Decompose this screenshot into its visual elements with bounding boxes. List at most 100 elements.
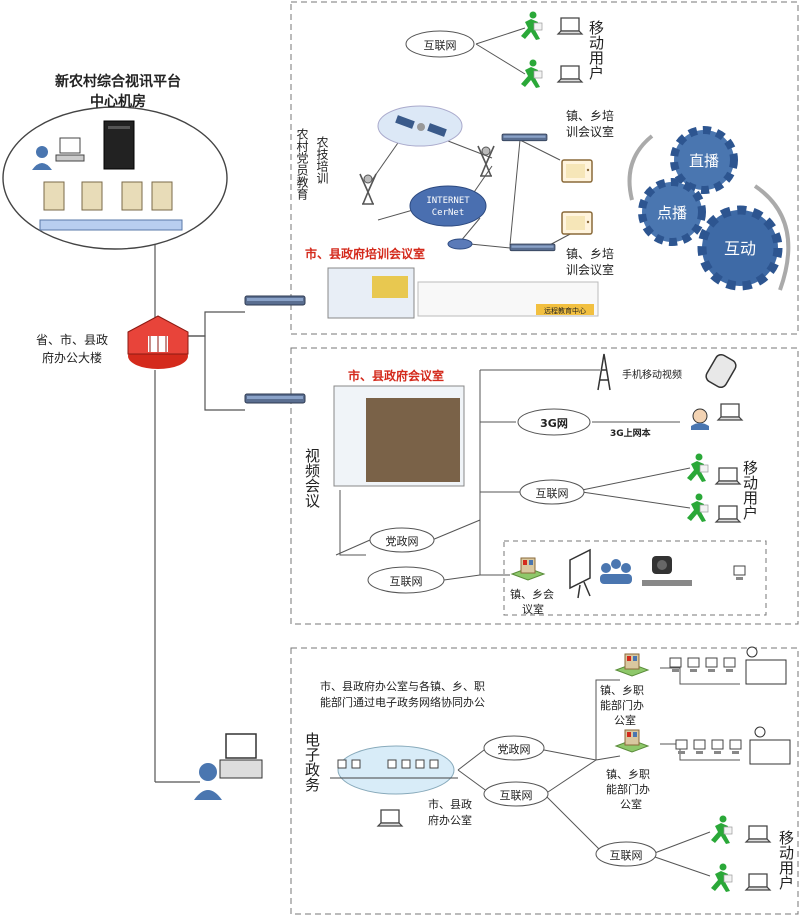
video-internet-bubble-2	[367, 566, 445, 594]
rural-party-edu-label: 农村党员教育	[295, 128, 309, 201]
laptop-icon	[557, 17, 583, 35]
egov-title: 电子政务	[303, 732, 321, 793]
gear-live	[670, 126, 738, 194]
gov-building-icon	[127, 315, 189, 369]
town-room-bottom-label-2: 训会议室	[566, 262, 614, 277]
server-group	[43, 181, 173, 211]
tv-icon	[561, 159, 593, 183]
phone-video-label: 手机移动视频	[622, 368, 682, 381]
town-room-building-icon	[511, 557, 545, 581]
satellite-icon	[395, 115, 447, 137]
attendees-icon	[600, 559, 632, 584]
training-section-frame	[290, 1, 799, 335]
dept-desk-icon-2	[749, 726, 791, 765]
training-mobile-user-label: 移动用户	[587, 20, 605, 80]
town-meeting-room-label: 镇、乡会	[510, 587, 554, 601]
server-backbone	[39, 219, 183, 231]
central-room-subtitle: 中心机房	[90, 93, 146, 110]
projector-screen-icon	[569, 548, 591, 599]
phone-tower-icon	[597, 353, 611, 391]
video-internet-label-2: 互联网	[390, 575, 423, 588]
video-links	[335, 369, 691, 581]
dept-building-icon	[615, 653, 649, 677]
training-terminal-icon	[244, 295, 306, 306]
dept-building-icon-2	[615, 729, 649, 753]
laptop-3g-label: 3G上网本	[610, 427, 652, 439]
town-meeting-room-label-2: 议室	[522, 602, 544, 616]
egov-cloud	[337, 745, 455, 795]
dept-office-bottom-label-3: 公室	[620, 797, 642, 811]
dept-office-bottom-label: 镇、乡职	[606, 767, 650, 781]
internet-label: INTERNET	[426, 196, 470, 206]
video-mobile-user-label: 移动用户	[741, 460, 759, 520]
dept-desk-icon	[745, 646, 787, 685]
gear-vod	[638, 178, 706, 246]
trunk-lines	[154, 232, 245, 783]
tv-icon-2	[561, 211, 593, 235]
central-server-rack	[103, 120, 135, 170]
egov-party-net-bubble	[483, 735, 545, 761]
gov-building-label: 省、市、县政	[36, 332, 108, 347]
video-mobile-user-icon	[686, 453, 709, 483]
3g-laptop-icon	[717, 403, 743, 421]
dept-pc-row-2	[675, 739, 742, 755]
central-room-ellipse	[2, 106, 228, 250]
egov-internet-label-2: 互联网	[610, 849, 643, 862]
egov-mobile-user-icon	[710, 815, 733, 845]
remote-edu-label: 远程教育中心	[544, 306, 586, 315]
training-internet-bubble	[405, 30, 475, 58]
egov-section-frame	[290, 647, 799, 915]
egov-party-net-label: 党政网	[498, 742, 531, 756]
dish-antenna-icon	[359, 173, 377, 205]
egov-internet-bubble-2	[595, 841, 657, 867]
gov-building-label-2: 府办公大楼	[42, 350, 102, 365]
video-party-net-label: 党政网	[386, 534, 419, 548]
egov-laptop-icon-2	[745, 825, 771, 843]
town-room-top-label-2: 训会议室	[566, 124, 614, 139]
dish-antenna-icon-2	[477, 145, 495, 177]
video-party-net-bubble	[369, 527, 435, 553]
remote-edu-banner	[417, 281, 599, 317]
video-laptop-icon-2	[715, 505, 741, 523]
cernet-label: CerNet	[432, 208, 465, 218]
video-terminal-icon	[244, 393, 306, 404]
gear-interactive-label: 互动	[724, 239, 756, 258]
town-room-pc-icon	[733, 565, 746, 581]
egov-description: 市、县政府办公室与各镇、乡、职	[320, 679, 485, 693]
town-room-top-label: 镇、乡培	[566, 108, 614, 123]
town-room-subframe	[503, 540, 767, 616]
video-mobile-user-icon-2	[686, 493, 709, 523]
admin-user-icon	[32, 137, 85, 170]
egov-mobile-user-icon-2	[710, 863, 733, 893]
egov-switch-row	[330, 759, 458, 779]
egov-internet-label: 互联网	[500, 789, 533, 802]
video-conference-screenshot	[333, 385, 465, 487]
town-terminal-icon-2	[509, 243, 556, 252]
router-icon	[447, 238, 473, 250]
video-conference-title: 视频会议	[303, 448, 321, 508]
egov-links	[457, 667, 740, 877]
gear-vod-label: 点播	[657, 204, 687, 222]
camera-icon	[642, 556, 692, 586]
city-meeting-room-label: 市、县政府会议室	[348, 368, 444, 383]
phone-icon	[705, 353, 737, 389]
gear-interactive	[697, 205, 783, 291]
central-room-title: 新农村综合视讯平台	[55, 73, 181, 90]
mobile-user-icon	[520, 11, 543, 41]
egov-workstation-icon	[194, 733, 263, 800]
egov-internet-bubble	[483, 781, 549, 807]
town-terminal-icon	[501, 133, 548, 142]
laptop-icon-2	[557, 65, 583, 83]
net-3g-label: 3G网	[540, 417, 568, 430]
egov-laptop-icon	[377, 809, 403, 827]
city-training-room-label: 市、县政府培训会议室	[305, 246, 425, 261]
dept-office-top-label-2: 能部门办	[600, 698, 644, 712]
training-internet-label: 互联网	[424, 39, 457, 52]
egov-laptop-icon-3	[745, 873, 771, 891]
video-internet-bubble	[519, 479, 585, 505]
net-3g-bubble	[517, 408, 591, 436]
town-room-bottom-label: 镇、乡培	[566, 246, 614, 261]
gears-group	[627, 126, 791, 291]
dept-office-top-label: 镇、乡职	[600, 683, 644, 697]
